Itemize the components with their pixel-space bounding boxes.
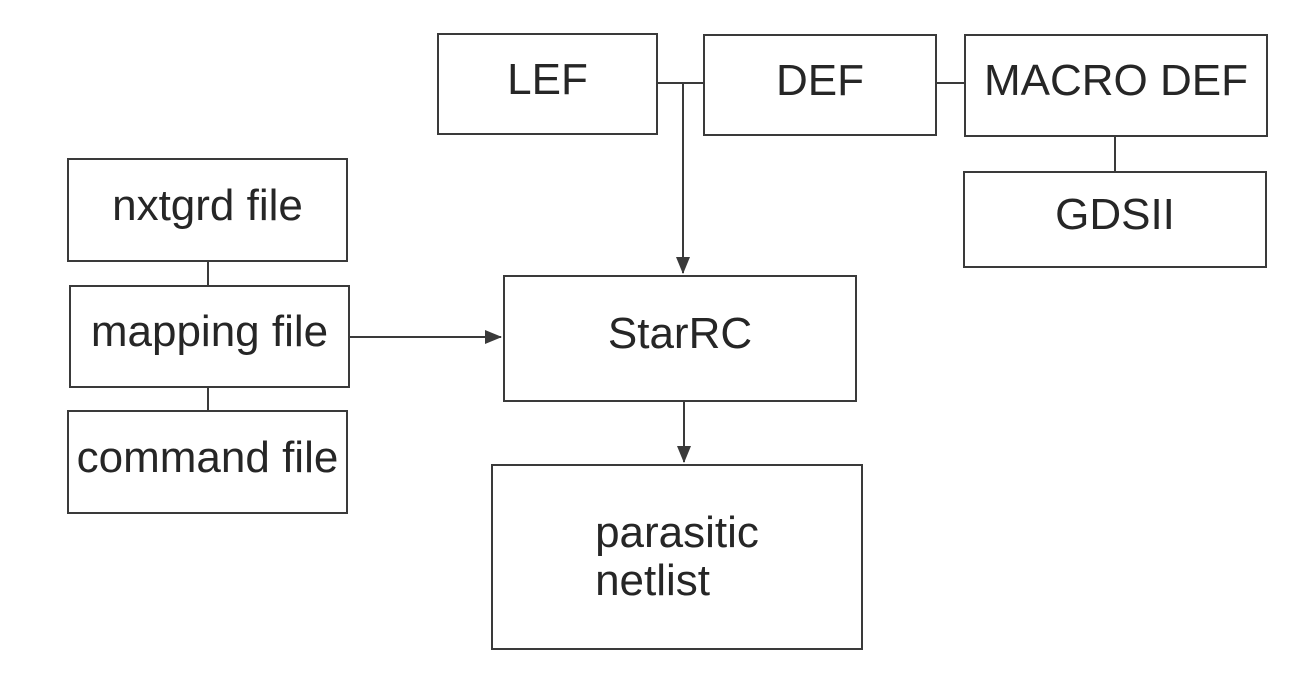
node-parasitic-netlist-label: parasitic netlist [595,507,759,605]
node-def: DEF [703,34,937,136]
node-parasitic-netlist: parasitic netlist [491,464,863,650]
node-lef-label: LEF [507,54,588,104]
node-lef: LEF [437,33,658,135]
node-starrc-label: StarRC [607,309,753,359]
node-mapping-file-label: mapping file [90,307,329,357]
node-def-label: DEF [776,55,864,105]
node-gdsii: GDSII [963,171,1267,268]
node-macro-def-label: MACRO DEF [984,56,1248,106]
node-starrc: StarRC [503,275,857,402]
node-gdsii-label: GDSII [1055,190,1175,240]
node-command-file: command file [67,410,348,514]
node-mapping-file: mapping file [69,285,350,388]
node-nxtgrd-file-label: nxtgrd file [112,180,303,230]
node-nxtgrd-file: nxtgrd file [67,158,348,262]
node-macro-def: MACRO DEF [964,34,1268,137]
node-command-file-label: command file [76,432,339,482]
